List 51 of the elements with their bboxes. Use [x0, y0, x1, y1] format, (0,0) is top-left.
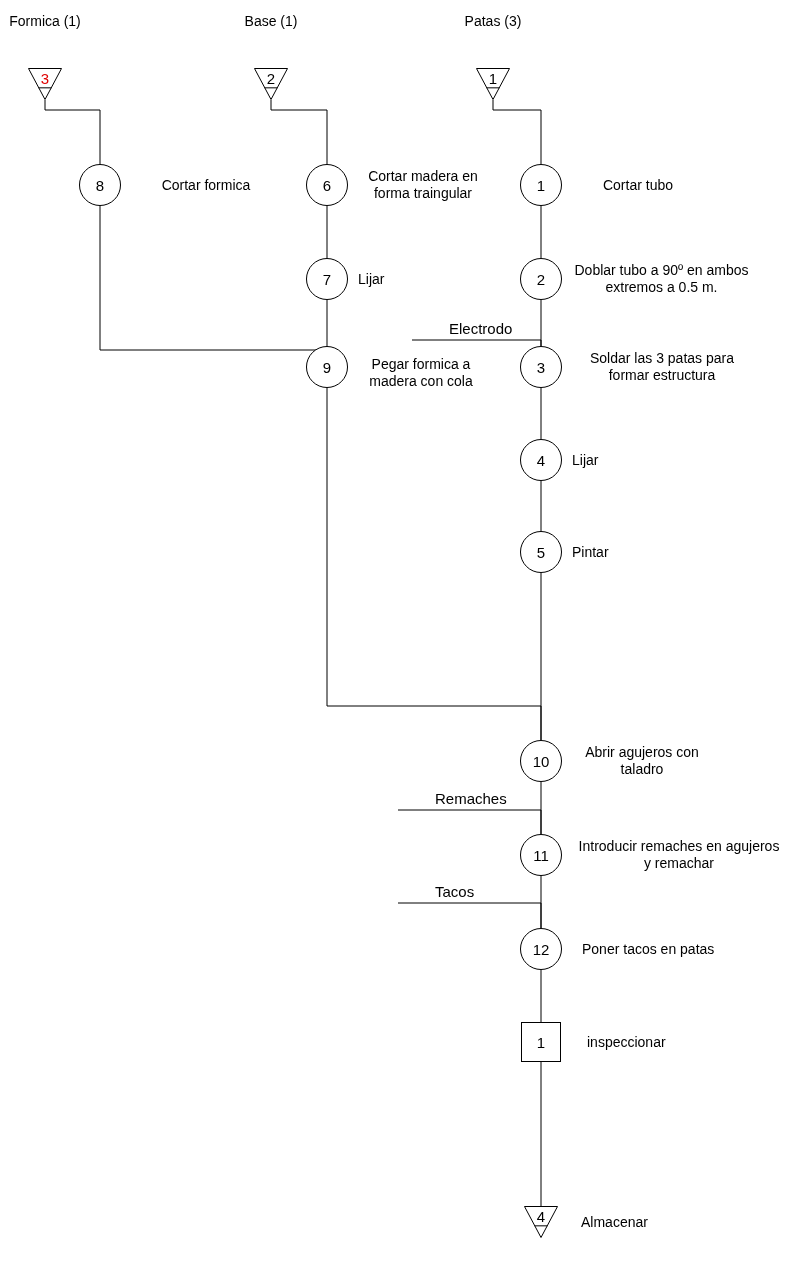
- material-heading: Base (1): [244, 13, 298, 30]
- edge-label: Electrodo: [449, 320, 513, 337]
- step-number: 6: [321, 177, 333, 193]
- connector-line: [540, 875, 542, 929]
- step-number: 1: [535, 177, 547, 193]
- connector-line: [411, 339, 542, 347]
- step-description: Doblar tubo a 90º en ambos extremos a 0.5 m.: [574, 262, 749, 296]
- step-description: Introducir remaches en agujeros y remachar: [577, 838, 781, 872]
- connector-line: [540, 480, 542, 532]
- connector-line: [540, 387, 542, 440]
- step-description: Poner tacos en patas: [582, 940, 716, 958]
- step-number: 1: [487, 71, 499, 86]
- step-number: 4: [535, 452, 547, 468]
- step-number: 12: [531, 941, 551, 957]
- edge-label: Remaches: [435, 790, 507, 807]
- step-number: 9: [321, 359, 333, 375]
- step-number: 11: [532, 847, 550, 863]
- step-description: Pegar formica a madera con cola: [368, 356, 474, 390]
- step-description: Cortar tubo: [601, 176, 674, 194]
- step-number: 4: [535, 1209, 547, 1224]
- connector-line: [540, 572, 542, 741]
- connector-line: [540, 781, 542, 835]
- step-description: Lijar: [572, 451, 600, 469]
- step-description: inspeccionar: [587, 1033, 667, 1051]
- step-number: 2: [265, 71, 277, 86]
- connector-line: [540, 205, 542, 259]
- material-heading: Formica (1): [9, 13, 81, 30]
- step-description: Almacenar: [581, 1213, 649, 1231]
- step-description: Abrir agujeros con taladro: [584, 744, 700, 778]
- edge-label: Tacos: [435, 883, 475, 900]
- connector-line: [44, 99, 101, 165]
- connector-line: [492, 99, 542, 165]
- step-description: Cortar formica: [160, 176, 252, 194]
- material-heading: Patas (3): [464, 13, 522, 30]
- connector-line: [540, 969, 542, 1023]
- connector-line: [326, 205, 328, 259]
- step-number: 2: [535, 271, 547, 287]
- step-number: 10: [531, 753, 551, 769]
- step-number: 7: [321, 271, 333, 287]
- connector-line: [540, 1061, 542, 1207]
- step-number: 3: [535, 359, 547, 375]
- step-description: Lijar: [358, 270, 386, 288]
- step-number: 5: [535, 544, 547, 560]
- step-description: Pintar: [572, 543, 610, 561]
- step-number: 8: [94, 177, 106, 193]
- connector-line: [326, 299, 328, 347]
- connector-line: [270, 99, 328, 165]
- step-description: Cortar madera en forma traingular: [367, 168, 479, 202]
- step-description: Soldar las 3 patas para formar estructura: [589, 350, 735, 384]
- step-number: 3: [39, 71, 51, 86]
- step-number: 1: [535, 1034, 547, 1050]
